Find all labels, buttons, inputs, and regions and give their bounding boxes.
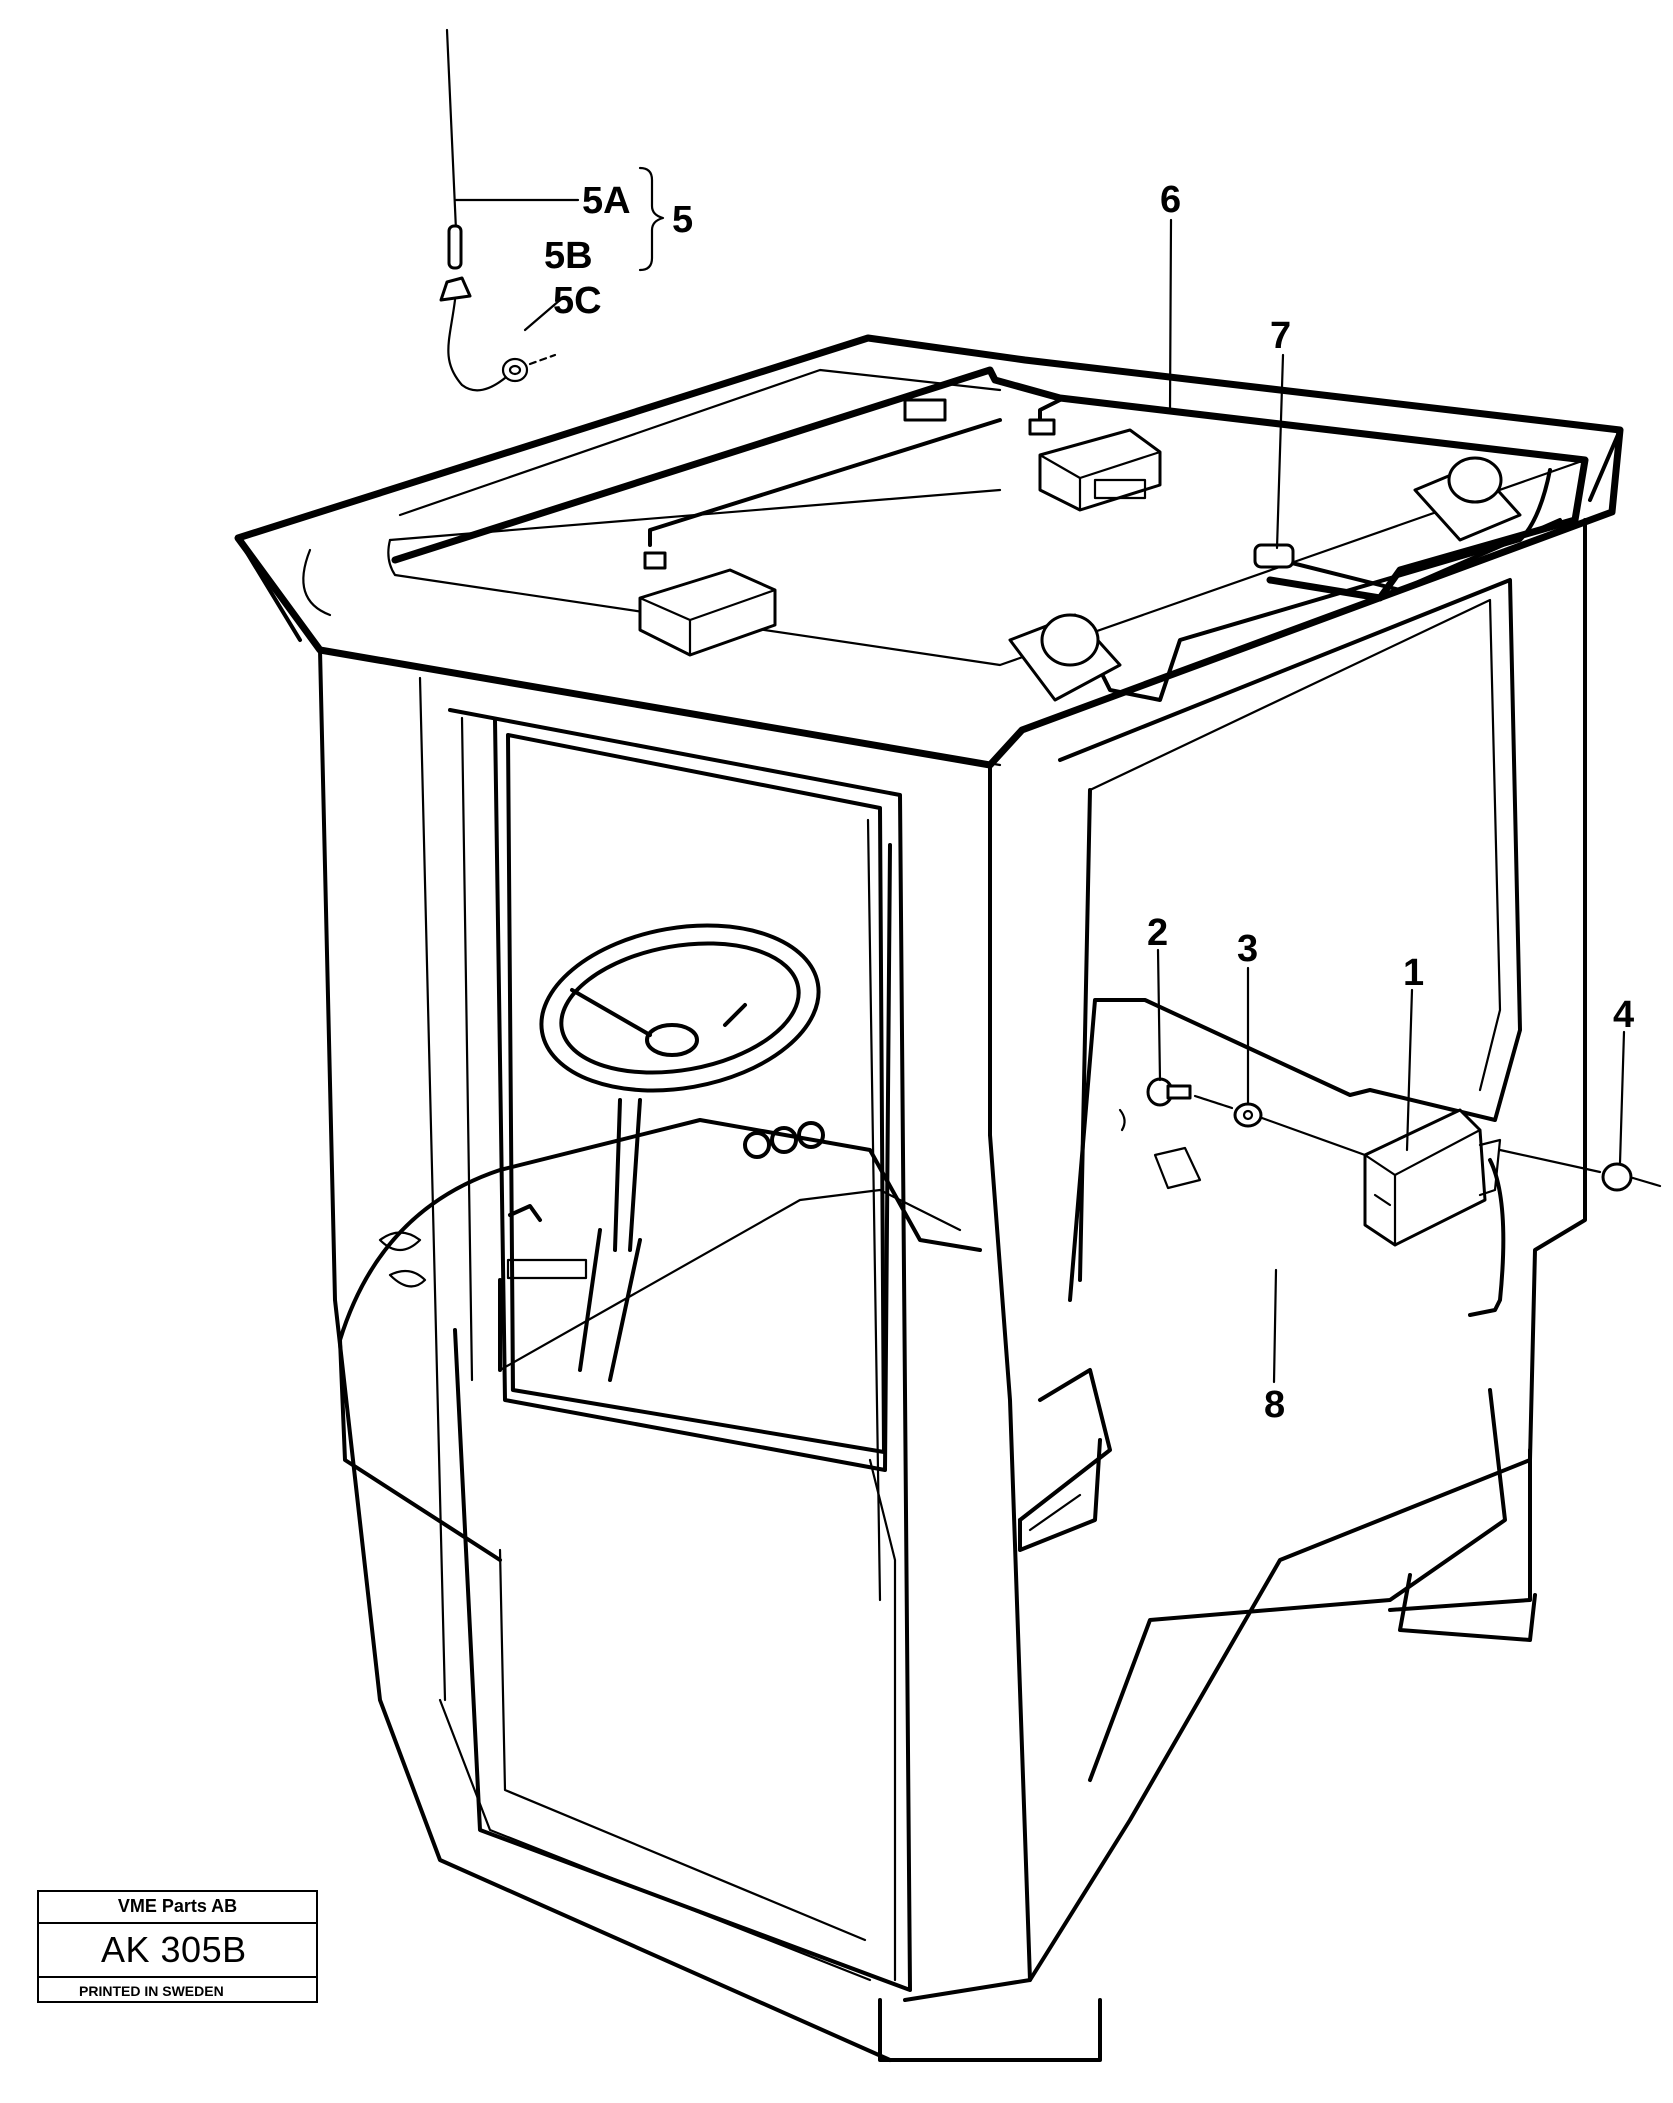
callout-5: 5 — [672, 199, 693, 241]
screw-2 — [1146, 1077, 1192, 1107]
antenna-assembly — [439, 28, 665, 392]
company-name: VME Parts AB — [39, 1892, 316, 1924]
radio-unit — [1363, 1108, 1506, 1317]
cab-body — [318, 518, 1587, 2062]
callout-5c: 5C — [553, 280, 602, 322]
callout-4: 4 — [1613, 994, 1634, 1036]
callout-2: 2 — [1147, 912, 1168, 954]
callout-6: 6 — [1160, 179, 1181, 221]
nut-4 — [1601, 1162, 1662, 1192]
wiring-harness-roof — [391, 366, 1589, 702]
cab-roof — [234, 334, 1624, 1137]
dashboard-and-steering — [338, 923, 1202, 1562]
callout-5a: 5A — [582, 180, 631, 222]
printed-note: PRINTED IN SWEDEN — [79, 1983, 224, 1999]
callout-5b: 5B — [544, 235, 593, 277]
leader-lines — [1156, 218, 1626, 1384]
callout-1: 1 — [1403, 952, 1424, 994]
washer-3 — [1233, 1102, 1263, 1128]
title-block: VME Parts AB AK 305B PRINTED IN SWEDEN — [37, 1890, 318, 2003]
callout-8: 8 — [1264, 1384, 1285, 1426]
drawing-code: AK 305B — [39, 1924, 316, 1978]
callout-7: 7 — [1270, 315, 1291, 357]
assembly-axis — [1193, 1094, 1602, 1174]
callout-3: 3 — [1237, 928, 1258, 970]
